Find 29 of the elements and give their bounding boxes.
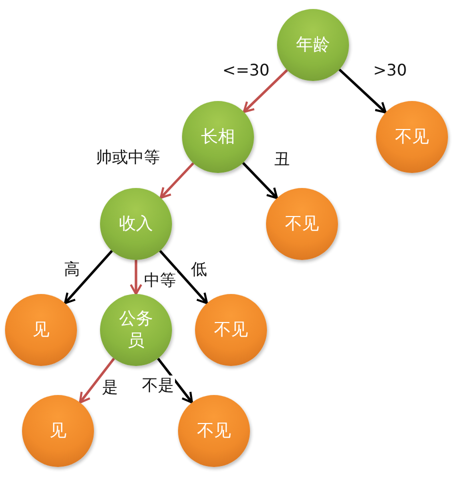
arrow xyxy=(64,250,113,304)
arrow xyxy=(159,250,208,304)
node-label: 见 xyxy=(50,420,66,442)
decision-circle xyxy=(100,294,172,366)
node-label: 见 xyxy=(32,319,50,341)
decision-circle xyxy=(376,101,448,173)
node-label: 不见 xyxy=(285,213,319,235)
arrow xyxy=(157,358,194,404)
node-label: 收入 xyxy=(119,213,153,235)
decision-circle xyxy=(100,188,172,260)
arrow xyxy=(160,162,194,199)
decision-circle xyxy=(178,395,250,467)
decision-circle xyxy=(266,188,338,260)
arrow xyxy=(242,69,288,113)
node-label: 不见 xyxy=(197,420,231,442)
arrow xyxy=(338,68,387,114)
arrow xyxy=(242,162,278,200)
decision-circle xyxy=(22,395,94,467)
node-label: 不见 xyxy=(214,319,248,341)
decision-circle xyxy=(5,294,77,366)
node-label: 不见 xyxy=(395,126,429,148)
node-label: 年龄 xyxy=(296,34,330,56)
decision-circle xyxy=(195,294,267,366)
node-label: 长相 xyxy=(201,126,235,148)
arrow xyxy=(78,358,115,404)
decision-circle xyxy=(182,101,254,173)
decision-circle xyxy=(277,9,349,81)
node-label: 公务员 xyxy=(118,308,154,352)
arrow xyxy=(130,260,142,296)
